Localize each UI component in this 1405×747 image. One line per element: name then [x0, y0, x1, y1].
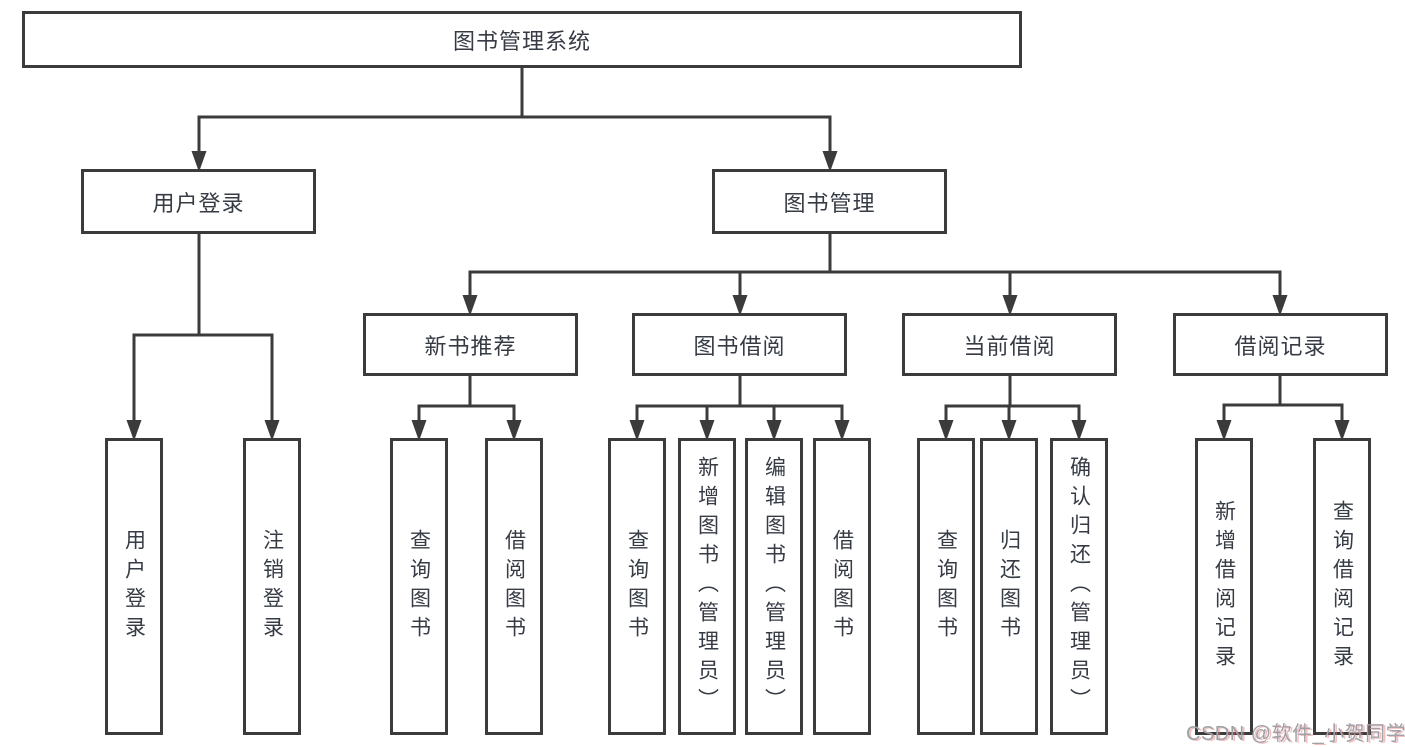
leaf-query-book-3-label: 查询图书	[934, 528, 958, 645]
node-book-management-label: 图书管理	[783, 190, 876, 216]
leaf-confirm-return-admin-label: 确认归还（管理员）	[1067, 456, 1091, 717]
node-current-borrowing-label: 当前借阅	[963, 333, 1056, 359]
leaf-add-borrow-record-label: 新增借阅记录	[1212, 499, 1236, 674]
leaf-query-borrow-record: 查询借阅记录	[1313, 438, 1371, 735]
leaf-borrow-book-1-label: 借阅图书	[502, 528, 526, 645]
leaf-user-login-label: 用户登录	[122, 528, 146, 645]
leaf-add-book-admin-label: 新增图书（管理员）	[695, 456, 719, 717]
node-borrowing-records: 借阅记录	[1173, 313, 1388, 376]
leaf-return-book: 归还图书	[980, 438, 1038, 735]
node-book-borrowing-label: 图书借阅	[693, 333, 786, 359]
leaf-edit-book-admin: 编辑图书（管理员）	[745, 438, 803, 735]
node-current-borrowing: 当前借阅	[902, 313, 1117, 376]
leaf-query-book-2-label: 查询图书	[625, 528, 649, 645]
leaf-logout: 注销登录	[243, 438, 301, 735]
csdn-watermark: CSDN @软件_小贺同学	[1186, 723, 1405, 745]
node-new-book-recommend-label: 新书推荐	[424, 333, 517, 359]
arrowheads	[126, 151, 1350, 441]
leaf-borrow-book-2: 借阅图书	[813, 438, 871, 735]
leaf-query-book-1-label: 查询图书	[407, 528, 431, 645]
leaf-add-borrow-record: 新增借阅记录	[1195, 438, 1253, 735]
node-user-login-label: 用户登录	[152, 190, 245, 216]
node-new-book-recommend: 新书推荐	[363, 313, 578, 376]
leaf-query-borrow-record-label: 查询借阅记录	[1330, 499, 1354, 674]
leaf-confirm-return-admin: 确认归还（管理员）	[1050, 438, 1108, 735]
node-root: 图书管理系统	[22, 11, 1022, 68]
leaf-borrow-book-2-label: 借阅图书	[830, 528, 854, 645]
leaf-add-book-admin: 新增图书（管理员）	[678, 438, 736, 735]
leaf-query-book-1: 查询图书	[390, 438, 448, 735]
node-user-login: 用户登录	[81, 169, 316, 234]
leaf-edit-book-admin-label: 编辑图书（管理员）	[762, 456, 786, 717]
node-root-label: 图书管理系统	[452, 28, 591, 54]
leaf-query-book-3: 查询图书	[917, 438, 975, 735]
node-book-borrowing: 图书借阅	[632, 313, 847, 376]
leaf-logout-label: 注销登录	[260, 528, 284, 645]
leaf-borrow-book-1: 借阅图书	[485, 438, 543, 735]
leaf-return-book-label: 归还图书	[997, 528, 1021, 645]
leaf-user-login: 用户登录	[105, 438, 163, 735]
node-borrowing-records-label: 借阅记录	[1234, 333, 1327, 359]
node-book-management: 图书管理	[712, 169, 947, 234]
leaf-query-book-2: 查询图书	[608, 438, 666, 735]
